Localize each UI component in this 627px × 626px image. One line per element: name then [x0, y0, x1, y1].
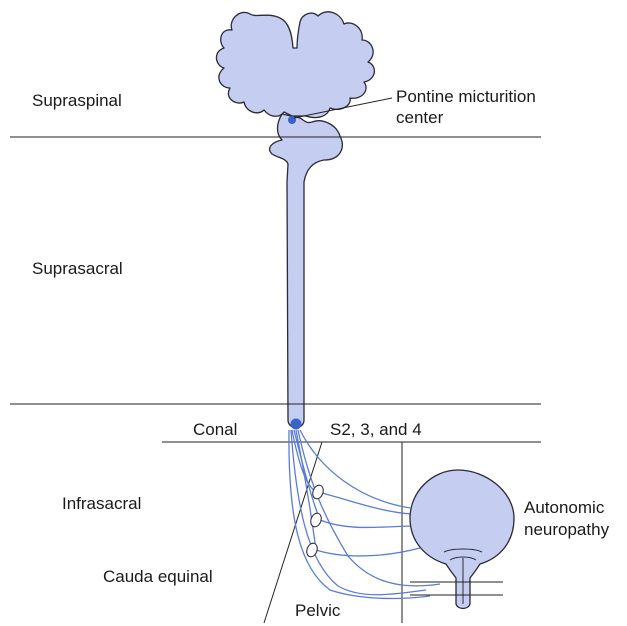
s234-label: S2, 3, and 4 [330, 419, 422, 440]
conal-node [291, 419, 302, 430]
autonomic-label-line2: neuropathy [524, 519, 609, 540]
ganglion [305, 542, 319, 559]
pelvic-label: Pelvic [295, 600, 340, 621]
autonomic-label-line1: Autonomic [524, 497, 604, 518]
brainstem [270, 114, 343, 428]
pontine-label-line1: Pontine micturition [396, 86, 536, 107]
cauda-equinal-label: Cauda equinal [103, 566, 213, 587]
bladder [410, 470, 514, 609]
pontine-label-line2: center [396, 107, 443, 128]
infrasacral-label: Infrasacral [62, 493, 141, 514]
suprasacral-label: Suprasacral [32, 258, 123, 279]
brain-cerebrum [216, 12, 374, 118]
conal-label: Conal [193, 419, 237, 440]
pontine-micturition-center-dot [288, 116, 296, 124]
supraspinal-label: Supraspinal [32, 90, 122, 111]
nerve-fiber [292, 430, 412, 514]
